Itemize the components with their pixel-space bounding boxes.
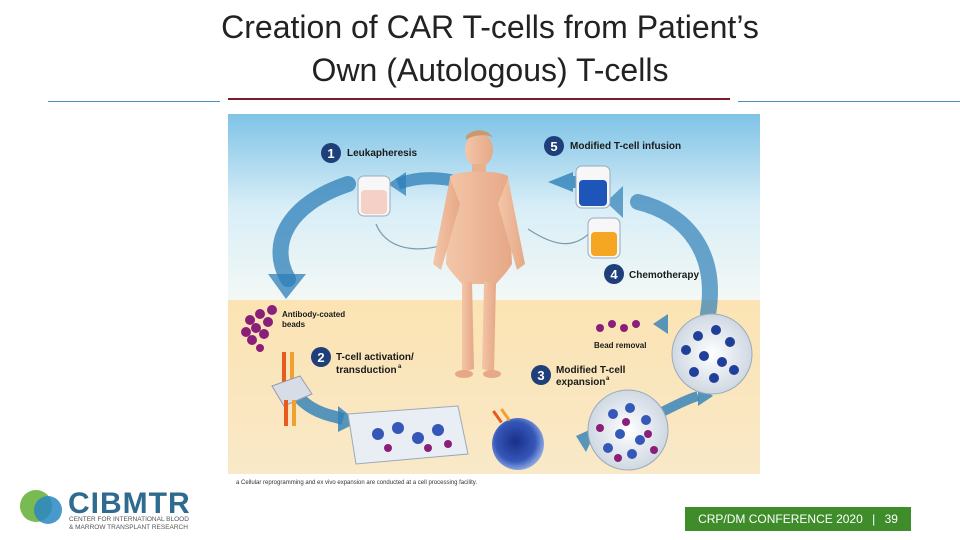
step-1-label: Leukapheresis — [347, 148, 417, 159]
blood-bag-modified-t-cells — [576, 166, 610, 208]
title-underline — [228, 98, 730, 100]
logo-subtitle-line2: & Marrow Transplant Research — [69, 524, 199, 532]
bead-removal-label: Bead removal — [594, 341, 646, 350]
diagram-footnote: a Cellular reprogramming and ex vivo exp… — [236, 480, 477, 486]
logo-subtitle-line1: Center for International Blood — [69, 516, 199, 524]
step-2-number: 2 — [317, 350, 324, 365]
step-5-label: Modified T-cell infusion — [570, 141, 681, 152]
conference-footer-badge: CRP/DM CONFERENCE 2020 | 39 — [685, 507, 911, 531]
page-number: 39 — [885, 512, 898, 526]
step-1-number: 1 — [327, 146, 334, 161]
expansion-dish — [588, 390, 668, 470]
step-2-label-line1: T-cell activation/ — [336, 352, 414, 363]
step-2-label-line2: transduction — [336, 365, 397, 376]
logo-subtitle: Center for International Blood & Marrow … — [69, 516, 199, 532]
step-3-label-line1: Modified T-cell — [556, 365, 626, 376]
blood-bag-chemotherapy — [588, 218, 620, 258]
slide-title-line1: Creation of CAR T-cells from Patient’s — [140, 6, 840, 49]
beads-label-line2: beads — [282, 320, 306, 329]
step-5-number: 5 — [550, 139, 557, 154]
beads-label-line1: Antibody-coated — [282, 310, 345, 319]
step-4-number: 4 — [610, 267, 618, 282]
step-4-label: Chemotherapy — [629, 270, 699, 281]
slide-title-line2: Own (Autologous) T-cells — [140, 49, 840, 92]
title-rule-right — [738, 101, 960, 102]
conference-name: CRP/DM CONFERENCE 2020 — [698, 512, 863, 526]
logo-mark-blue — [34, 496, 62, 524]
bead-removal-dish — [672, 314, 752, 394]
step-3-label-line2: expansion — [556, 377, 605, 388]
blood-bag-leukapheresis — [358, 176, 390, 216]
title-rule-left — [48, 101, 220, 102]
culture-bag — [348, 406, 468, 464]
slide-title: Creation of CAR T-cells from Patient’s O… — [140, 6, 840, 92]
car-t-process-diagram: 1 Leukapheresis 5 Modified T-cell infusi… — [228, 114, 760, 490]
footer-separator: | — [872, 512, 875, 526]
step-3-number: 3 — [537, 368, 544, 383]
